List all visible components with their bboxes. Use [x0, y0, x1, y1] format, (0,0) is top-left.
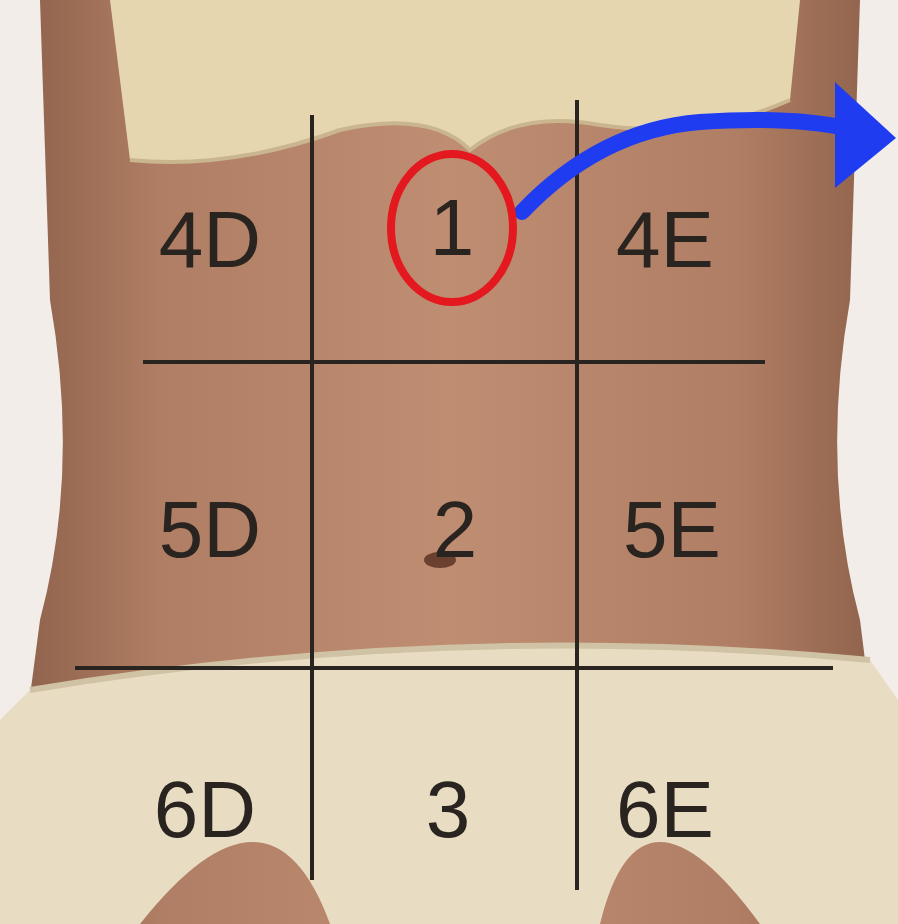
region-label: 4D — [159, 200, 261, 280]
region-number: 1 — [430, 188, 475, 268]
region-label: 2 — [433, 490, 478, 570]
region-label: 5E — [623, 490, 721, 570]
region-label: 6E — [616, 770, 714, 850]
region-label: 4E — [616, 200, 714, 280]
region-label: 5D — [159, 490, 261, 570]
region-label: 3 — [426, 770, 471, 850]
region-label: 6D — [154, 770, 256, 850]
highlight-circle: 1 — [386, 149, 518, 307]
